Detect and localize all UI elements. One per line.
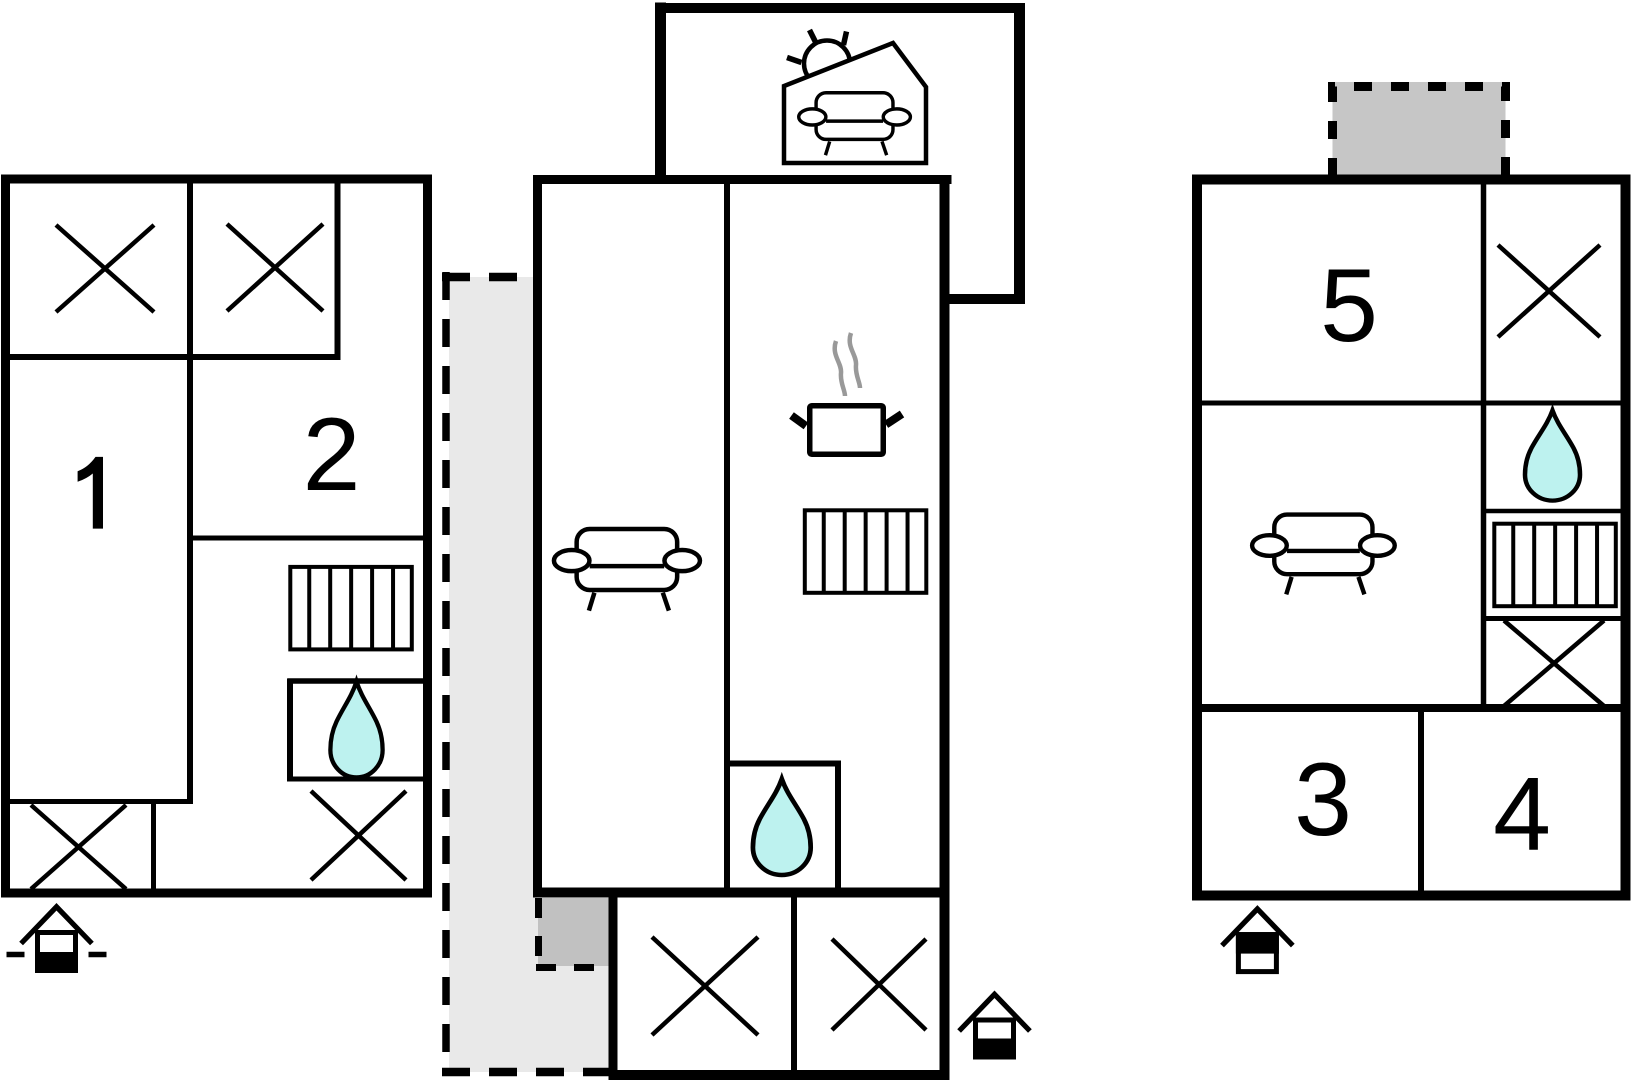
svg-text:5: 5 xyxy=(1320,248,1378,364)
svg-text:4: 4 xyxy=(1493,757,1551,873)
svg-text:3: 3 xyxy=(1294,742,1352,858)
svg-text:2: 2 xyxy=(303,397,361,513)
